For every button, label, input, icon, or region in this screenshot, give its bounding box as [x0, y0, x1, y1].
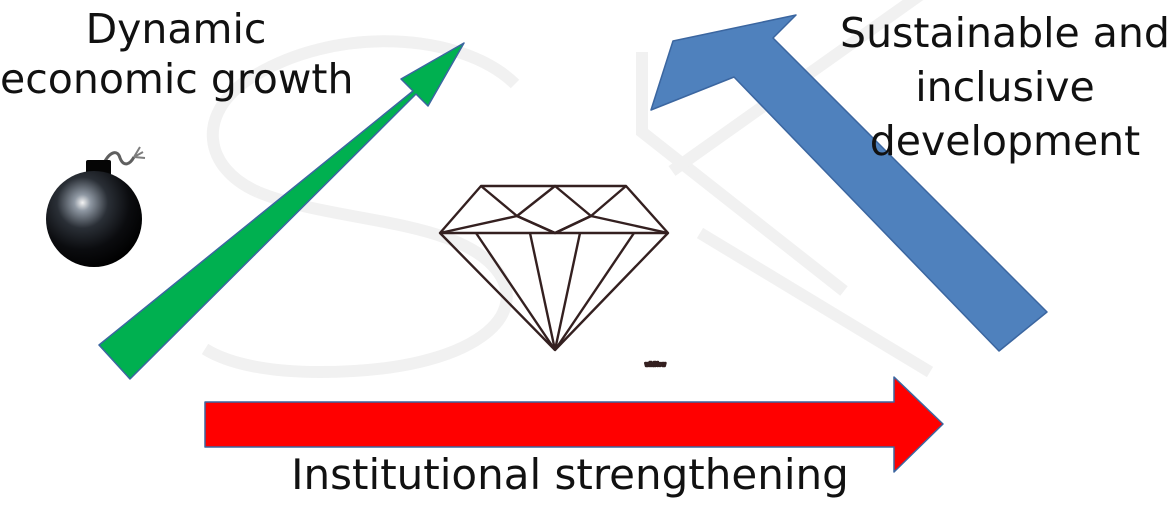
dynamic-growth-label-line-2: economic growth [0, 55, 354, 103]
sustainable-development-label-line-2: inclusive [915, 63, 1095, 111]
diamond-credit-label: wikiHow [645, 362, 666, 368]
development-arrow [650, 14, 1048, 352]
growth-arrow [98, 42, 465, 380]
sustainable-development-label-line-1: Sustainable and [840, 9, 1170, 57]
bomb-icon [46, 146, 146, 267]
dynamic-growth-label: Dynamic economic growth [0, 4, 354, 104]
faint-logo-watermark [201, 0, 934, 379]
sustainable-development-label: Sustainable and inclusive development [838, 6, 1172, 168]
sustainable-development-label-line-3: development [869, 117, 1141, 165]
institutional-strengthening-label: Institutional strengthening [291, 450, 849, 499]
diamond-icon: wikiHow [438, 184, 670, 369]
dynamic-growth-label-line-1: Dynamic [85, 5, 267, 53]
institutions-arrow [204, 376, 944, 473]
